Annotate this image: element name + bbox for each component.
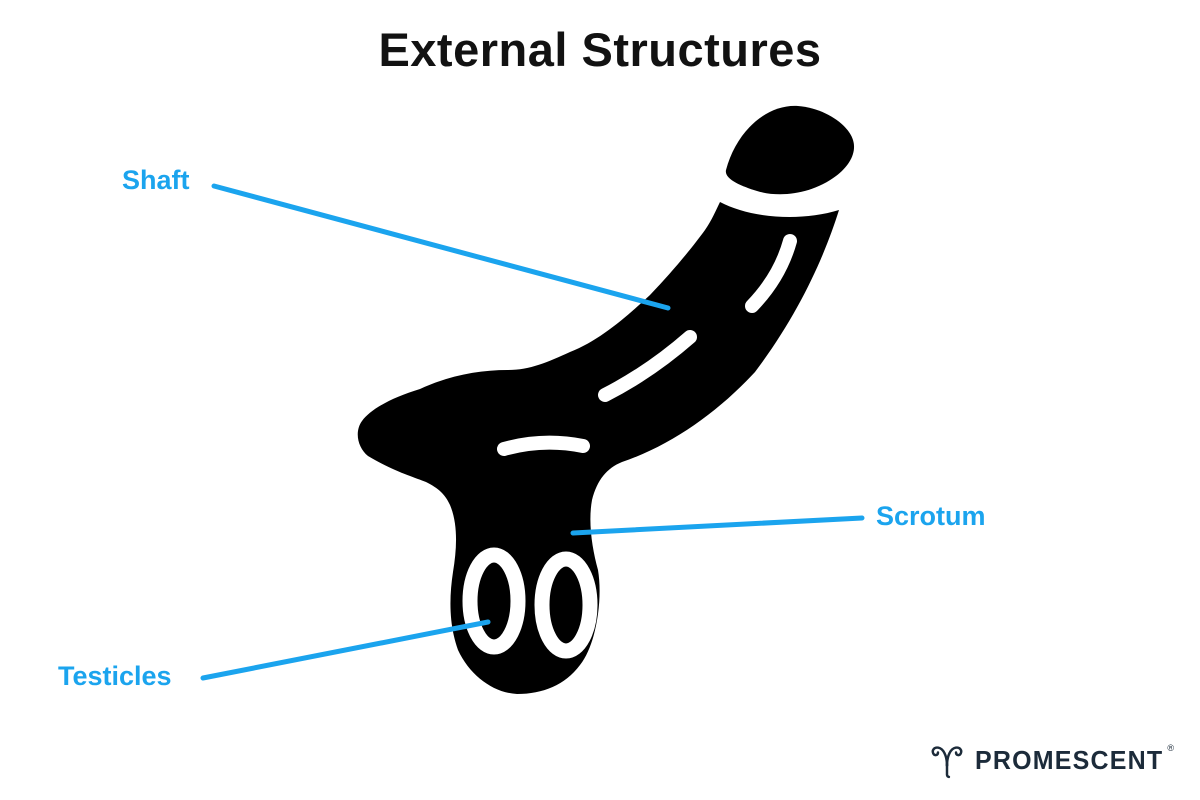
brand-name: PROMESCENT <box>974 746 1164 775</box>
glans-shape <box>725 105 855 195</box>
ram-horns-icon <box>931 746 963 779</box>
base-highlight-dash <box>497 435 590 456</box>
label-scrotum: Scrotum <box>876 501 986 531</box>
leader-line-shaft <box>211 183 671 311</box>
testicle-ring-right <box>534 551 598 659</box>
label-testicles: Testicles <box>58 661 172 691</box>
label-shaft: Shaft <box>122 165 190 195</box>
page-title: External Structures <box>378 23 822 76</box>
leader-line-scrotum <box>570 515 865 536</box>
testicle-ring-left <box>462 547 526 655</box>
brand-logo: PROMESCENT ® <box>928 739 1174 783</box>
registered-mark: ® <box>1167 743 1174 753</box>
shaft-highlight-dash-middle <box>598 330 697 402</box>
shaft-highlight-dash-upper <box>745 234 797 313</box>
shaft-body-shape <box>357 202 839 694</box>
leader-line-testicles <box>200 619 491 681</box>
